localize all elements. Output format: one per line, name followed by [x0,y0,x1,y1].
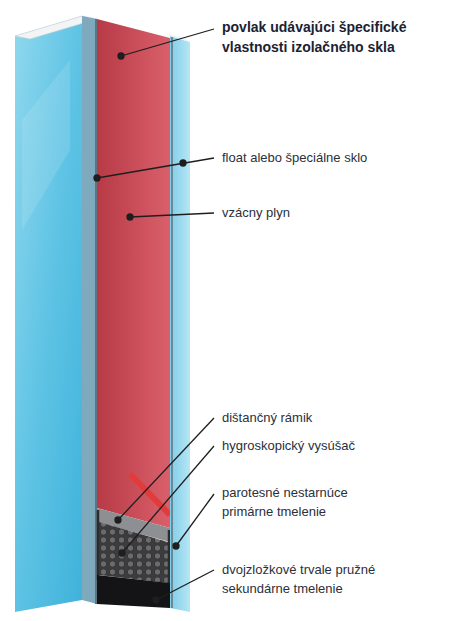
callout-label: parotesné nestarnúce primárne tmelenie [222,484,374,522]
primary-sealant [168,530,171,586]
desiccant [99,522,168,583]
leader-dot [180,160,186,166]
leader-line [97,158,214,178]
leader-dot [119,550,125,556]
callout-label: dištančný rámik [222,409,462,428]
leader-lines [94,29,214,603]
glass-highlight [22,60,70,230]
callout-label: vzácny plyn [222,204,462,223]
callout-label: povlak udávajúci špecifické vlastnosti i… [222,18,460,57]
glass-pane-right [170,36,190,612]
leader-line [121,29,214,56]
leader-line [156,570,214,600]
leader-dot [173,543,179,549]
leader-dot [153,597,159,603]
leader-line [130,213,214,217]
coating-stripe [130,474,170,515]
gas-layer [97,19,170,528]
leader-dot [94,175,100,181]
callout-label: float alebo špeciálne sklo [222,149,462,168]
leader-dot [115,517,121,523]
secondary-sealant [97,575,170,608]
glass-edge-line [171,37,173,608]
leader-line [122,446,214,553]
leader-line [118,418,214,520]
callout-label: hygroskopický vysúšač [222,437,462,456]
glass-edge-line [95,19,97,604]
leader-line [176,494,214,546]
glass-pane-front [15,16,82,612]
primary-sealant [97,510,100,580]
leader-dot [127,214,133,220]
leader-dot [118,53,124,59]
glass-pane-edge [82,16,97,604]
callout-label: dvojzložkové trvale pružné sekundárne tm… [222,561,408,599]
